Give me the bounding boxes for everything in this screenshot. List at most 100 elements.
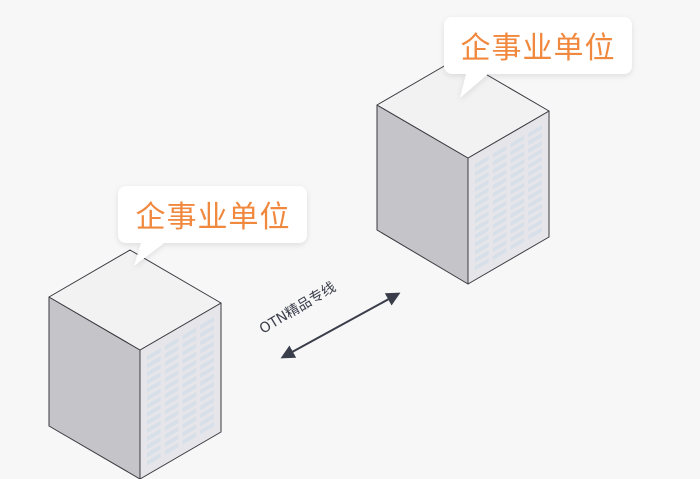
window-pane bbox=[492, 200, 507, 213]
window-pane bbox=[492, 192, 507, 206]
window-pane bbox=[164, 426, 179, 439]
window-pane bbox=[528, 187, 542, 201]
window-pane bbox=[510, 143, 525, 156]
window-pane bbox=[510, 182, 525, 195]
window-pane bbox=[510, 166, 525, 180]
window-pane bbox=[164, 369, 179, 383]
window-pane bbox=[164, 345, 179, 359]
window-pane bbox=[475, 234, 489, 247]
window-pane bbox=[475, 210, 489, 224]
window-pane bbox=[200, 381, 214, 395]
link-label: OTN精品专线 bbox=[257, 279, 339, 337]
window-pane bbox=[475, 195, 489, 208]
window-pane bbox=[492, 153, 507, 166]
window-pane bbox=[200, 357, 214, 370]
window-pane bbox=[147, 356, 161, 369]
window-pane bbox=[200, 325, 214, 338]
window-pane bbox=[147, 372, 161, 385]
window-grid bbox=[147, 317, 214, 466]
window-pane bbox=[510, 190, 525, 203]
window-pane bbox=[182, 375, 197, 389]
window-pane bbox=[200, 389, 214, 403]
window-pane bbox=[147, 364, 161, 377]
window-pane bbox=[475, 250, 489, 263]
window-pane bbox=[528, 211, 542, 224]
callout-enterprise-right bbox=[444, 17, 632, 98]
window-pane bbox=[492, 145, 507, 158]
enterprise-building-left bbox=[48, 249, 222, 479]
window-pane bbox=[492, 232, 507, 245]
window-pane bbox=[492, 161, 507, 174]
window-pane bbox=[164, 434, 179, 447]
window-pane bbox=[510, 237, 525, 250]
window-pane bbox=[200, 341, 214, 354]
window-pane bbox=[528, 125, 542, 138]
office-building-icon bbox=[48, 249, 222, 479]
window-pane bbox=[200, 397, 214, 411]
window-pane bbox=[510, 151, 525, 164]
window-pane bbox=[492, 216, 507, 229]
window-pane bbox=[164, 442, 179, 456]
callout-label-left: 企事业单位 bbox=[136, 200, 291, 235]
window-pane bbox=[492, 239, 507, 253]
window-pane bbox=[200, 405, 214, 419]
window-pane bbox=[200, 413, 214, 427]
window-pane bbox=[147, 452, 161, 466]
window-pane bbox=[147, 347, 161, 361]
window-pane bbox=[528, 156, 542, 169]
window-pane bbox=[528, 164, 542, 177]
callout-label-right: 企事业单位 bbox=[461, 31, 616, 66]
window-pane bbox=[182, 351, 197, 364]
window-pane bbox=[475, 203, 489, 216]
window-pane bbox=[510, 198, 525, 211]
window-pane bbox=[475, 187, 489, 200]
window-pane bbox=[147, 396, 161, 409]
window-pane bbox=[510, 206, 525, 219]
window-pane bbox=[528, 219, 542, 232]
window-pane bbox=[182, 408, 197, 421]
window-pane bbox=[164, 418, 179, 431]
window-pane bbox=[200, 365, 214, 378]
window-pane bbox=[528, 132, 542, 146]
window-pane bbox=[528, 203, 542, 216]
window-pane bbox=[182, 327, 197, 340]
window-pane bbox=[492, 169, 507, 182]
window-pane bbox=[164, 337, 179, 351]
window-pane bbox=[182, 383, 197, 397]
window-pane bbox=[147, 404, 161, 417]
window-pane bbox=[164, 410, 179, 423]
window-pane bbox=[510, 174, 525, 187]
window-pane bbox=[182, 416, 197, 429]
window-pane bbox=[182, 335, 197, 348]
window-pane bbox=[147, 420, 161, 434]
window-pane bbox=[164, 386, 179, 399]
window-pane bbox=[510, 135, 525, 148]
window-pane bbox=[147, 428, 161, 442]
window-pane bbox=[147, 380, 161, 393]
window-pane bbox=[475, 155, 489, 169]
window-pane bbox=[475, 242, 489, 255]
window-pane bbox=[492, 224, 507, 237]
window-pane bbox=[164, 361, 179, 375]
window-pane bbox=[528, 148, 542, 161]
window-pane bbox=[182, 359, 197, 373]
window-pane bbox=[528, 227, 542, 240]
window-pane bbox=[475, 258, 489, 271]
window-pane bbox=[182, 391, 197, 405]
window-pane bbox=[147, 444, 161, 458]
window-pane bbox=[164, 402, 179, 415]
window-pane bbox=[200, 349, 214, 362]
window-pane bbox=[200, 373, 214, 386]
window-pane bbox=[475, 171, 489, 184]
enterprise-building-right bbox=[376, 57, 550, 285]
window-pane bbox=[528, 195, 542, 209]
window-pane bbox=[492, 184, 507, 198]
window-pane bbox=[528, 140, 542, 154]
window-pane bbox=[510, 213, 525, 227]
window-pane bbox=[200, 421, 214, 435]
window-pane bbox=[200, 333, 214, 346]
window-pane bbox=[492, 177, 507, 190]
window-grid bbox=[475, 125, 542, 271]
